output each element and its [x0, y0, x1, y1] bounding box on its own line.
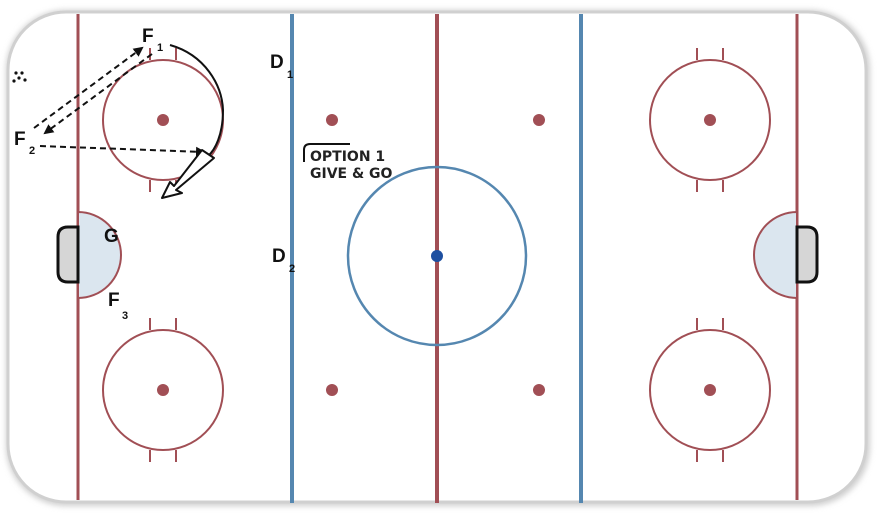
faceoff-circle-right-top	[649, 48, 771, 192]
neutral-dot-top-right	[533, 114, 545, 126]
player-f2-letter: F	[14, 129, 26, 150]
faceoff-circle-left-bottom	[102, 318, 224, 462]
option-note: OPTION 1 GIVE & GO	[303, 143, 393, 182]
left-goal-net	[56, 225, 80, 284]
player-d1-letter: D	[270, 52, 284, 73]
skate-path-f1	[169, 44, 225, 157]
skate-arrow-icon	[161, 149, 215, 199]
center-faceoff-dot	[431, 250, 443, 262]
pass-arrow-f2-to-slot	[39, 145, 206, 157]
neutral-dot-top-left	[326, 114, 338, 126]
option-note-subtitle: GIVE & GO	[310, 166, 393, 182]
player-f3: F 3	[108, 290, 128, 322]
pass-arrow-f1-to-f2	[43, 53, 153, 135]
option-note-title: OPTION 1	[310, 149, 385, 165]
center-circle	[346, 165, 528, 347]
right-goal-net	[795, 225, 819, 284]
player-f1-subscript: 1	[157, 42, 163, 54]
player-goalie: G	[104, 226, 119, 247]
right-goal-crease	[753, 210, 798, 300]
player-d1: D 1	[270, 52, 293, 81]
faceoff-circle-right-bottom	[649, 318, 771, 462]
player-f3-subscript: 3	[122, 310, 128, 322]
player-f1-letter: F	[142, 26, 154, 47]
player-d2: D 2	[272, 246, 295, 275]
left-goal-crease	[77, 210, 122, 300]
neutral-dot-bottom-right	[533, 384, 545, 396]
player-d2-subscript: 2	[289, 263, 295, 275]
player-f3-letter: F	[108, 290, 120, 311]
option-note-bracket	[303, 143, 350, 162]
player-f1: F 1	[142, 26, 163, 54]
puck-dots-icon	[12, 71, 27, 83]
player-d1-subscript: 1	[287, 69, 293, 81]
player-f2: F 2	[14, 129, 35, 157]
player-d2-letter: D	[272, 246, 286, 267]
player-f2-subscript: 2	[29, 145, 35, 157]
pass-arrow-f2-to-f1	[33, 46, 144, 129]
neutral-dot-bottom-left	[326, 384, 338, 396]
